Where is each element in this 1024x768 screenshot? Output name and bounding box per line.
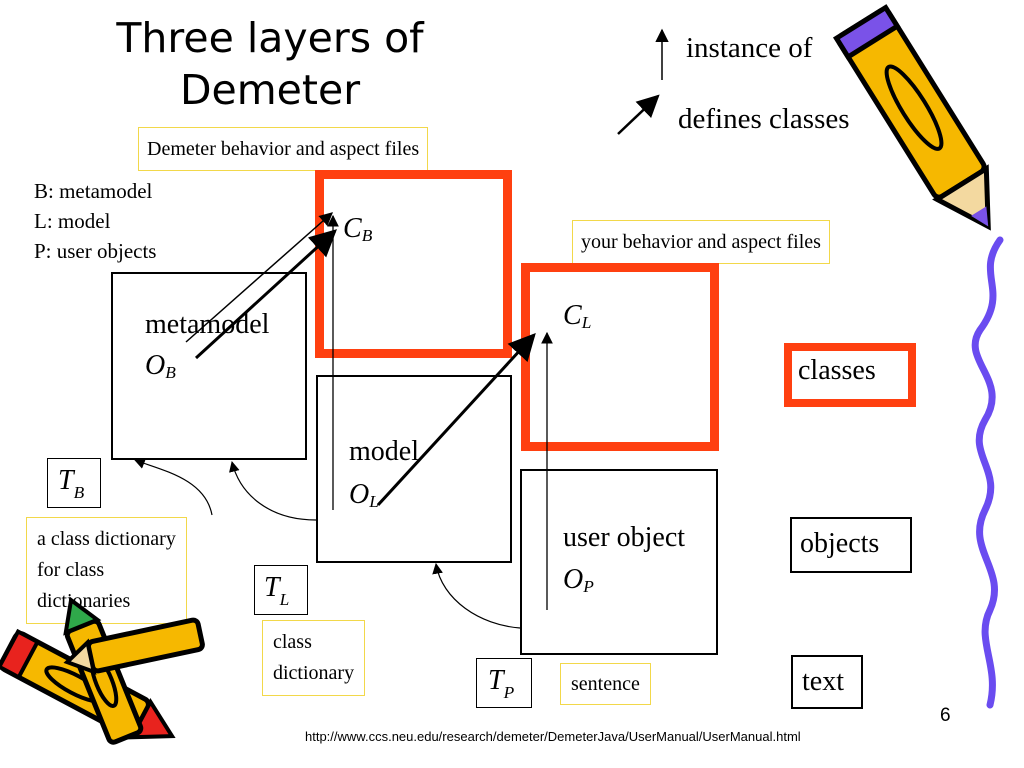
ob-defines-cb-arrow (194, 229, 337, 360)
source-url: http://www.ccs.neu.edu/research/demeter/… (305, 729, 801, 744)
page-number: 6 (940, 705, 951, 726)
tb-box: TB (47, 458, 101, 508)
title-line-1: Three layers of (116, 14, 424, 62)
ob-label: OB (145, 350, 176, 382)
sentence-label: sentence (560, 663, 651, 705)
pencil-icon (832, 4, 991, 231)
model-label: model (349, 436, 419, 467)
legend-defines-arrow (617, 94, 660, 135)
page-title: Three layers of Demeter (60, 12, 480, 116)
model-box (316, 375, 512, 563)
user-object-box (520, 469, 718, 655)
tp-to-ol-curve (432, 562, 521, 629)
ol-defines-cl-arrow (376, 333, 536, 507)
classes-kind-box: classes (784, 343, 916, 407)
crayons-icon (0, 596, 205, 745)
objects-kind-box: objects (790, 517, 912, 573)
cb-class-box (315, 170, 512, 358)
purple-squiggle (971, 236, 1004, 709)
demeter-files-label: Demeter behavior and aspect files (138, 127, 429, 171)
key-p: P: user objects (34, 239, 157, 263)
cb-label: CB (343, 213, 373, 245)
ol-label: OL (349, 479, 379, 511)
legend-instance-of: instance of (686, 32, 813, 64)
op-label: OP (563, 564, 594, 596)
metamodel-label: metamodel (145, 309, 270, 340)
text-kind-box: text (791, 655, 863, 709)
metamodel-box (111, 272, 307, 460)
layer-key: B: metamodel L: model P: user objects (34, 176, 156, 266)
tp-box: TP (476, 658, 532, 708)
tl-box: TL (254, 565, 308, 615)
class-dict-for-class-dicts-label: a class dictionary for class dictionarie… (26, 517, 187, 624)
class-dictionary-label: class dictionary (262, 620, 366, 696)
tb-to-ob-curve (133, 458, 213, 516)
ob-to-cb-thin-arrow (185, 212, 334, 343)
tl-to-ob-curve (229, 460, 317, 521)
title-line-2: Demeter (179, 66, 361, 114)
key-b: B: metamodel (34, 179, 153, 203)
key-l: L: model (34, 209, 111, 233)
cl-label: CL (563, 300, 592, 332)
legend-defines-classes: defines classes (678, 103, 850, 135)
user-object-label: user object (563, 522, 686, 553)
